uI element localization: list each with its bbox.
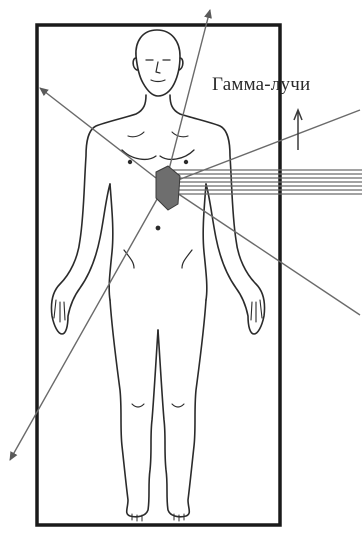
human-body-outline <box>51 30 264 521</box>
left-knee <box>132 404 144 407</box>
navel <box>156 226 159 229</box>
left-arm-outer <box>51 95 146 334</box>
left-clavicle <box>128 132 144 137</box>
right-pectoral <box>160 150 194 159</box>
gamma-ray-beam <box>172 170 362 194</box>
left-nipple <box>129 161 132 164</box>
right-arm-outer <box>170 95 265 334</box>
right-torso-side <box>203 184 207 300</box>
right-hip-line <box>182 250 192 268</box>
right-toes <box>174 514 184 521</box>
left-hand-fingers <box>54 300 65 322</box>
scanner-frame <box>37 25 280 525</box>
mouth <box>151 80 165 82</box>
left-hip-line <box>124 250 134 268</box>
right-nipple <box>185 161 188 164</box>
left-leg <box>110 300 158 517</box>
nose <box>156 62 160 73</box>
gamma-rays-label: Гамма-лучи <box>212 74 310 96</box>
detector-rotation-arrow <box>294 110 302 150</box>
ray-up-left <box>40 88 165 185</box>
right-hand-fingers <box>251 300 262 322</box>
right-leg <box>158 300 206 517</box>
left-toes <box>132 514 142 521</box>
heart-source-marker <box>156 166 180 210</box>
left-pectoral <box>122 150 156 159</box>
right-clavicle <box>172 132 188 137</box>
ray-down-left <box>10 185 165 460</box>
right-knee <box>172 404 184 407</box>
